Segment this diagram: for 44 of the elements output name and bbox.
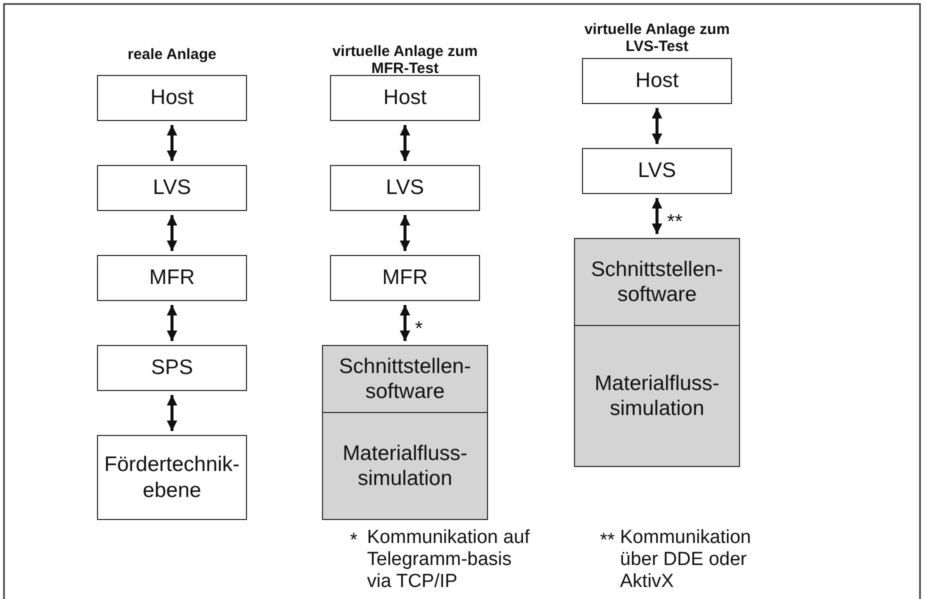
double-arrow (166, 125, 178, 161)
column-heading: reale Anlage (126, 46, 218, 64)
box-label: SPS (150, 355, 194, 381)
box-label: Host (635, 68, 679, 94)
process-box (97, 75, 247, 121)
process-box (97, 345, 247, 391)
process-box (97, 165, 247, 211)
box-label: Fördertechnik-ebene (104, 452, 240, 503)
box-label: Schnittstellen-software (338, 354, 472, 404)
footnote-text: Kommunikation über DDE oder AktivX (620, 527, 752, 593)
footnote-text: Kommunikation auf Telegramm-basis via TCP/IP (367, 527, 531, 593)
double-arrow (400, 125, 410, 161)
process-box (97, 255, 247, 301)
box-label: MFR (149, 265, 195, 291)
shaded-box (574, 238, 740, 326)
double-arrow (166, 395, 178, 431)
shaded-box (322, 345, 488, 413)
process-box (97, 435, 247, 520)
box-label: Materialfluss-simulation (594, 370, 720, 422)
box-label: Schnittstellen-software (590, 256, 724, 308)
column-heading: virtuelle Anlage zum LVS-Test (583, 21, 731, 56)
double-arrow (166, 305, 178, 341)
footnote-mark: * (350, 530, 358, 552)
double-arrow (400, 215, 410, 251)
double-arrow (166, 215, 178, 251)
shaded-box (322, 412, 488, 520)
box-label: LVS (638, 158, 676, 184)
process-box (582, 148, 732, 194)
box-label: LVS (152, 175, 192, 201)
process-box (330, 255, 480, 301)
shaded-box (574, 325, 740, 467)
box-label: Host (383, 85, 427, 111)
footnote-mark: ** (600, 530, 616, 552)
process-box (330, 75, 480, 121)
process-box (582, 58, 732, 104)
column-heading: virtuelle Anlage zum MFR-Test (331, 43, 479, 78)
box-label: Host (150, 85, 194, 111)
double-arrow (400, 305, 410, 341)
box-label: MFR (382, 265, 428, 291)
double-arrow (652, 108, 662, 144)
box-label: Materialfluss-simulation (342, 440, 468, 492)
double-arrow (652, 198, 662, 234)
box-label: LVS (386, 175, 424, 201)
process-box (330, 165, 480, 211)
